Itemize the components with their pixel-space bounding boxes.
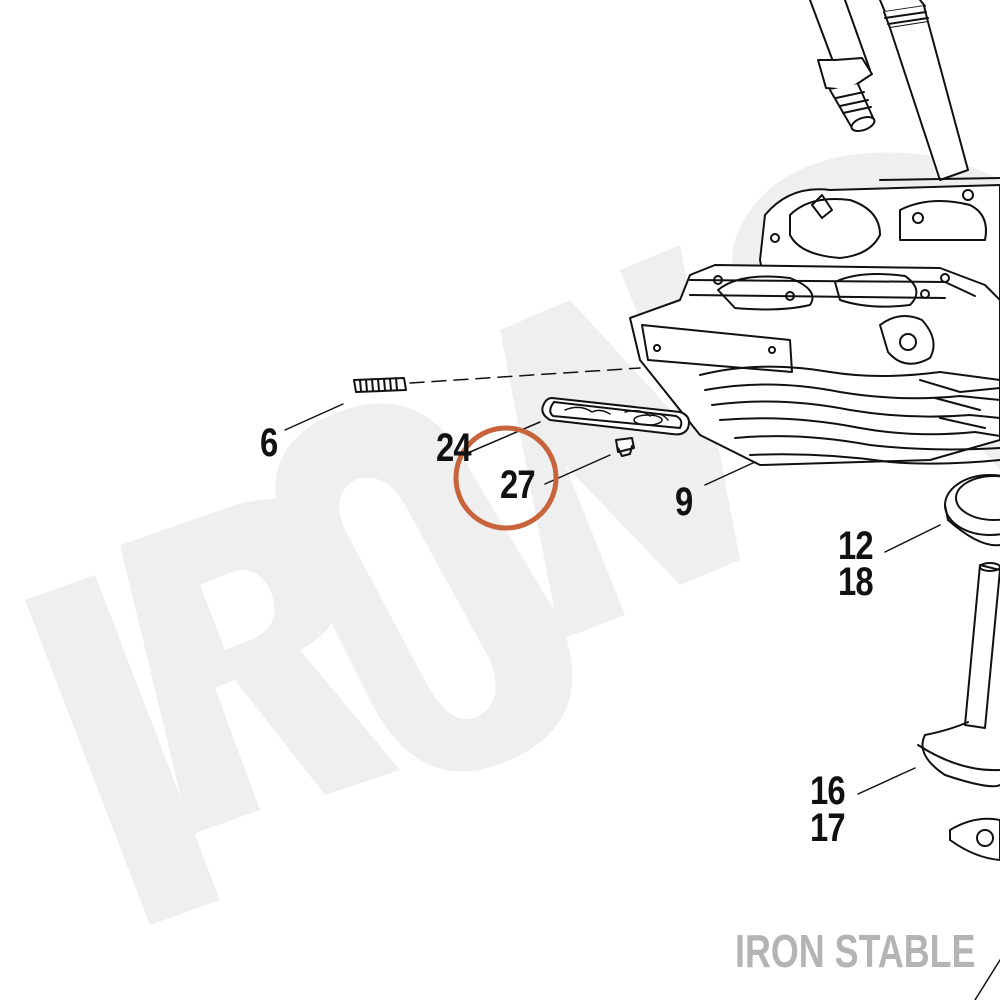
callout-12[interactable]: 12 xyxy=(838,524,874,568)
leader-line-16 xyxy=(857,767,916,795)
callout-17[interactable]: 17 xyxy=(810,806,846,850)
leader-line-9 xyxy=(704,461,756,486)
pushrod-right-part xyxy=(879,0,969,181)
callout-9[interactable]: 9 xyxy=(675,480,693,524)
emblem-badge-part xyxy=(541,397,690,436)
callout-18[interactable]: 18 xyxy=(838,560,874,604)
brand-text: IRON STABLE xyxy=(735,925,976,977)
parts-line-art xyxy=(284,0,1000,1001)
valve-ring-part xyxy=(944,474,1000,547)
valve-part xyxy=(917,562,1000,861)
cylinder-head-part xyxy=(629,264,1000,466)
leader-line-12 xyxy=(884,524,941,553)
pushrod-tube-part xyxy=(809,0,876,132)
stud-assembly-dashed-line xyxy=(409,367,641,384)
leader-line-24 xyxy=(469,421,541,453)
screw-part xyxy=(615,437,635,457)
stud-part xyxy=(353,377,407,393)
leader-line-6 xyxy=(284,403,344,431)
part-27-highlight-ring xyxy=(453,425,559,531)
callout-27[interactable]: 27 xyxy=(500,463,536,507)
callout-24[interactable]: 24 xyxy=(436,426,472,470)
callout-6[interactable]: 6 xyxy=(260,421,278,465)
callout-16[interactable]: 16 xyxy=(810,769,846,813)
